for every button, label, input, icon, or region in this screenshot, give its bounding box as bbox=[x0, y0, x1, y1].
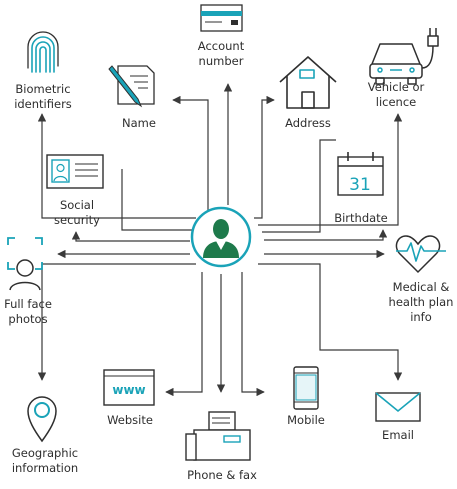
browser-www-text: www bbox=[112, 383, 145, 397]
house-icon bbox=[279, 56, 337, 109]
label-mobile: Mobile bbox=[287, 413, 325, 427]
bank-card-icon bbox=[200, 4, 243, 32]
label-phone: Phone & fax bbox=[187, 468, 257, 482]
label-address: Address bbox=[285, 116, 331, 130]
heart-pulse-icon bbox=[395, 235, 446, 274]
connector-social bbox=[121, 169, 200, 231]
label-biometric: Biometric identifiers bbox=[14, 82, 72, 111]
connector-mobile bbox=[241, 272, 265, 397]
connector-social-arrow bbox=[71, 231, 190, 242]
label-vehicle: Vehicle or licence bbox=[367, 80, 425, 109]
connector-geo bbox=[37, 263, 196, 381]
center-node bbox=[190, 206, 252, 268]
label-social: Social security bbox=[54, 198, 100, 227]
connector-address bbox=[254, 95, 275, 219]
mobile-phone-icon bbox=[293, 366, 319, 410]
calendar-day-number: 31 bbox=[349, 175, 371, 195]
id-card-icon bbox=[46, 154, 104, 189]
label-geo: Geographic information bbox=[11, 446, 79, 475]
fax-machine-icon bbox=[185, 411, 251, 461]
label-medical: Medical & health plan info bbox=[388, 280, 454, 324]
electric-car-icon bbox=[369, 28, 439, 85]
label-birthdate: Birthdate bbox=[334, 211, 388, 225]
connector-birthdate bbox=[262, 139, 336, 233]
connector-biometric bbox=[37, 113, 196, 219]
calendar-icon: 31 bbox=[337, 152, 384, 196]
connector-website bbox=[165, 272, 203, 397]
label-account: Account number bbox=[197, 39, 245, 68]
connector-email bbox=[258, 263, 403, 381]
label-name: Name bbox=[122, 116, 156, 130]
label-website: Website bbox=[107, 413, 153, 427]
fingerprint-icon bbox=[27, 31, 59, 73]
person-icon bbox=[203, 219, 239, 258]
browser-icon: www bbox=[103, 369, 155, 406]
face-scan-icon bbox=[7, 237, 43, 291]
connector-name bbox=[172, 95, 209, 212]
label-email: Email bbox=[382, 428, 414, 442]
document-pen-icon bbox=[108, 65, 155, 108]
connector-birthdate-arrow bbox=[264, 229, 388, 241]
label-face: Full face photos bbox=[4, 297, 52, 326]
connector-vehicle bbox=[258, 113, 403, 226]
map-pin-icon bbox=[27, 396, 57, 443]
envelope-icon bbox=[375, 392, 421, 422]
